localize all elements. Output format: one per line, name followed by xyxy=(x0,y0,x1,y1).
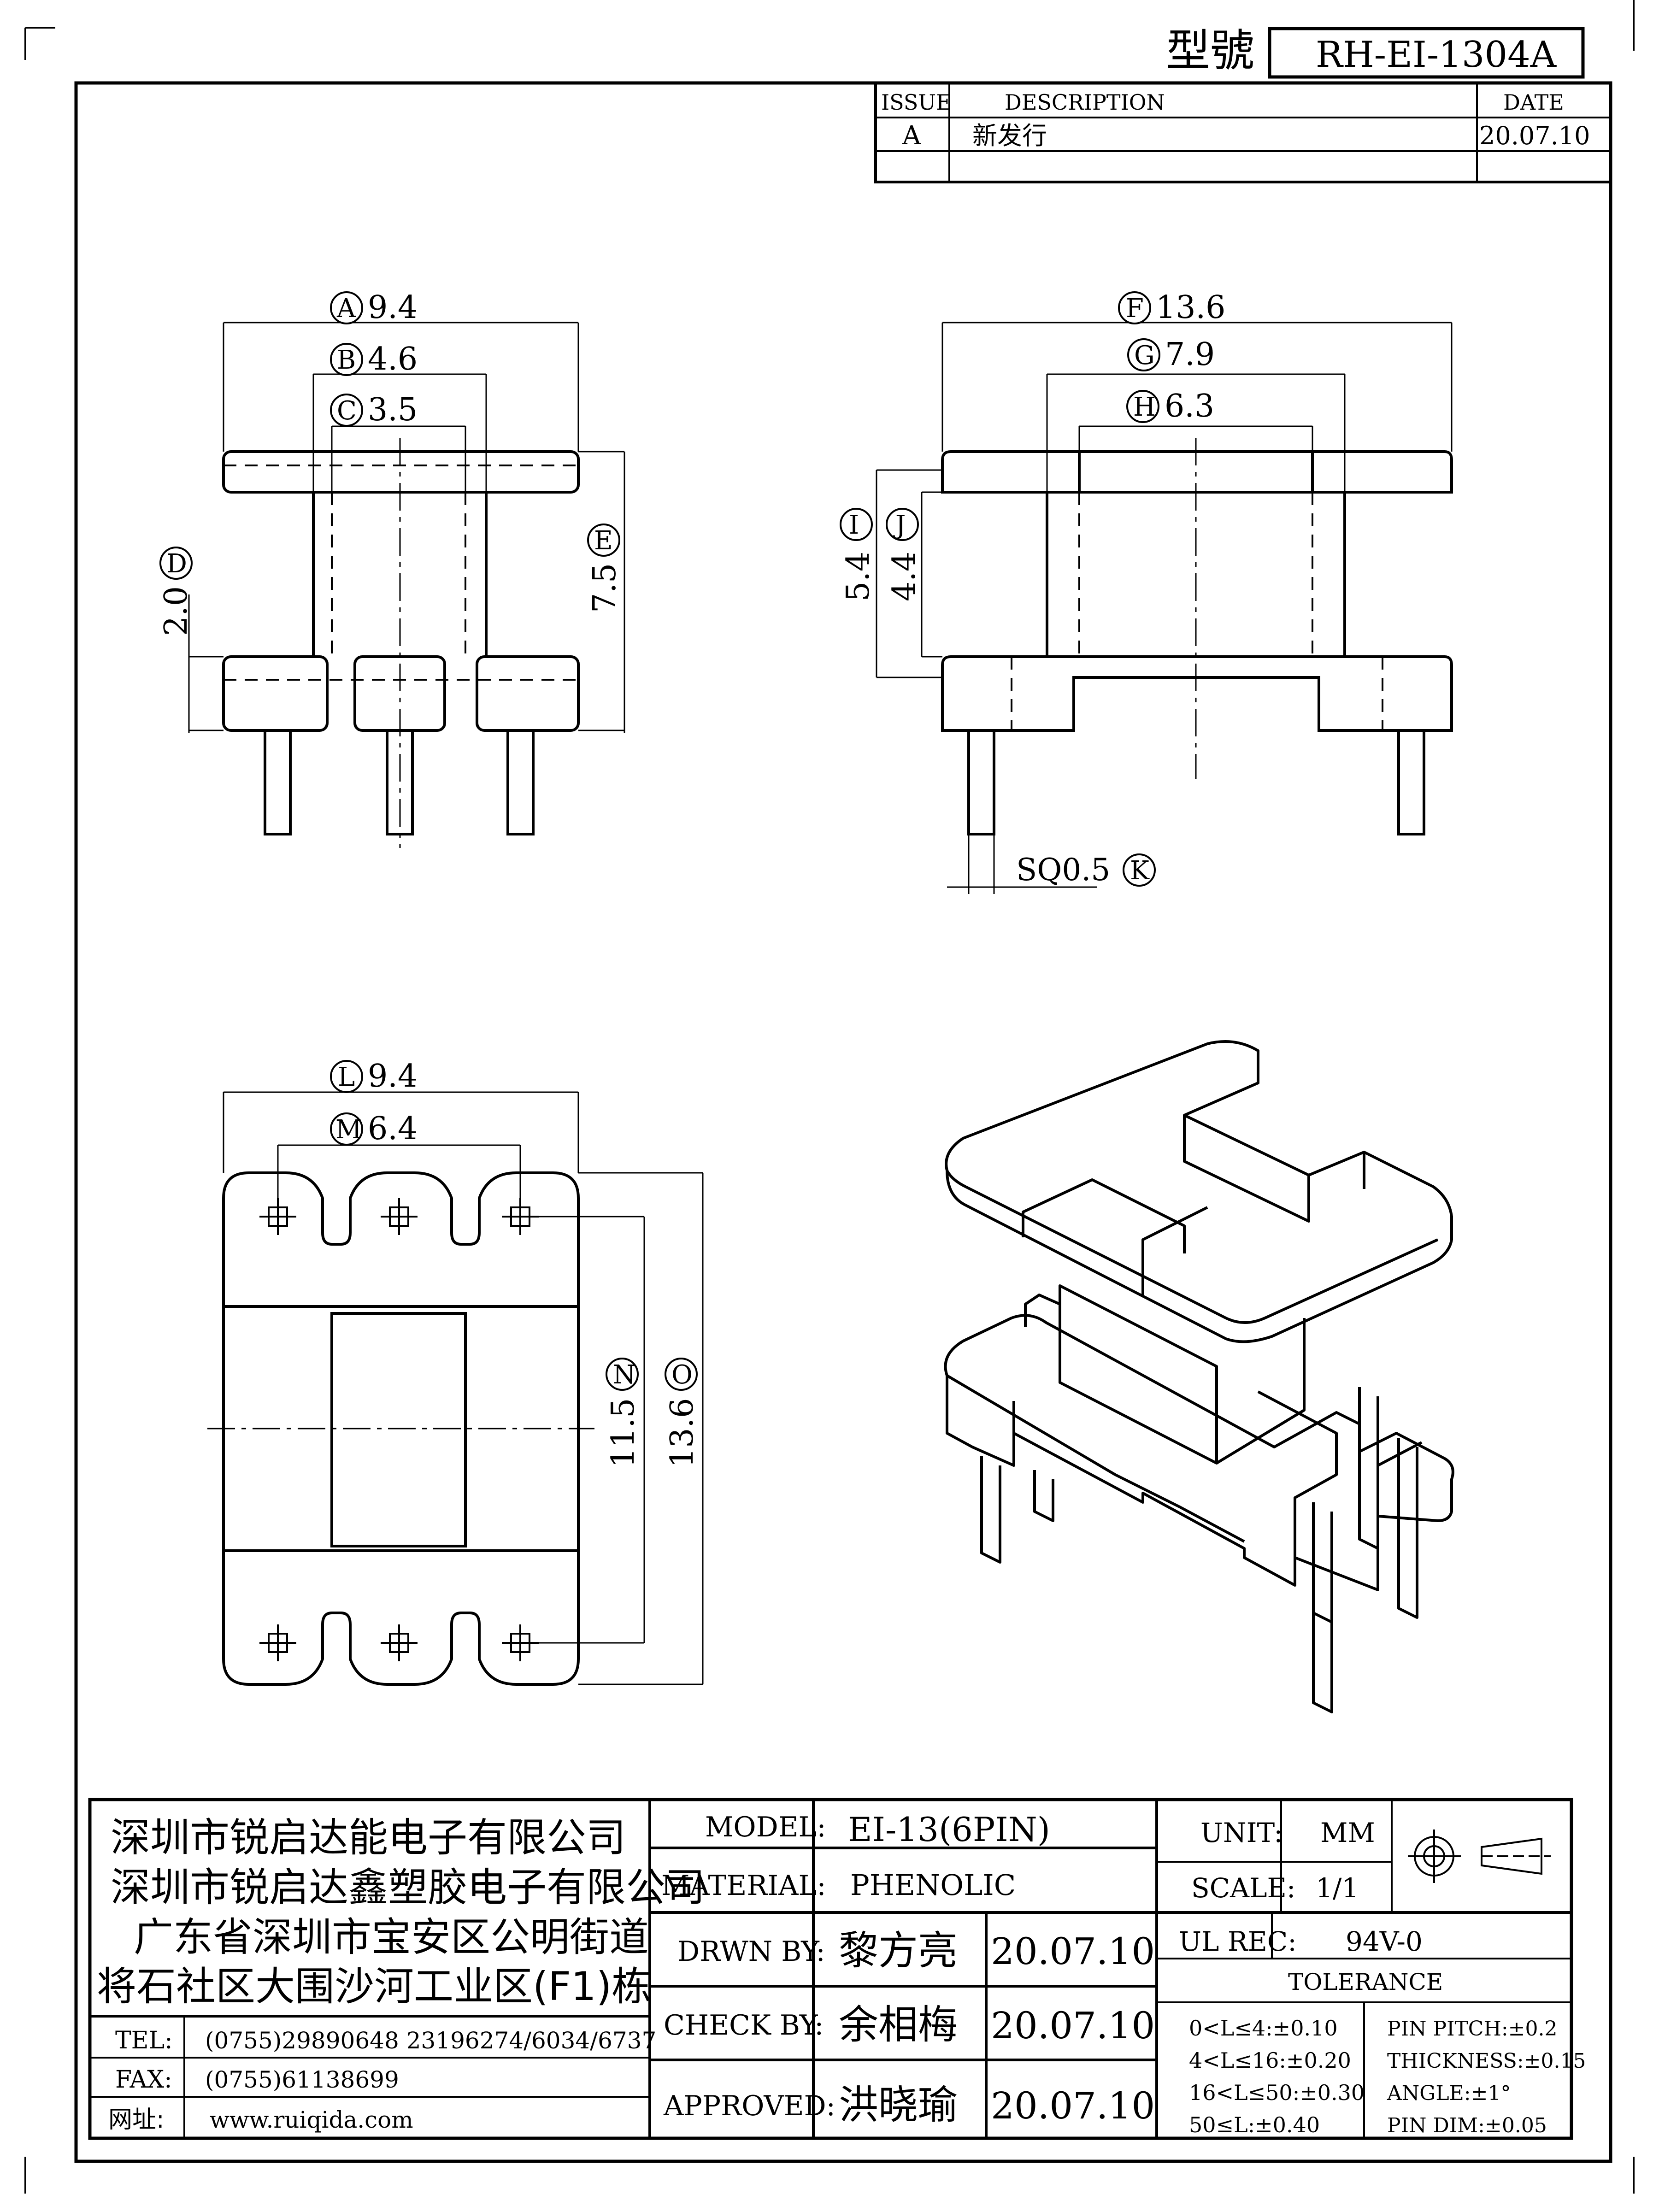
dim-i-value: 5.4 xyxy=(840,552,877,601)
model-field-label: MODEL: xyxy=(705,1811,826,1843)
dim-c-value: 3.5 xyxy=(368,392,418,428)
web-label: 网址: xyxy=(108,2106,165,2134)
dim-n-value: 11.5 xyxy=(605,1398,641,1468)
fax-value: (0755)61138699 xyxy=(205,2066,399,2093)
dim-f-letter: F xyxy=(1126,294,1144,324)
title-block: 深圳市锐启达能电子有限公司 深圳市锐启达鑫塑胶电子有限公司 广东省深圳市宝安区公… xyxy=(88,1798,1586,2140)
tolerance-left-2: 4<L≤16:±0.20 xyxy=(1189,2048,1351,2073)
dim-j-value: 4.4 xyxy=(886,552,923,601)
tolerance-right-1: PIN PITCH:±0.2 xyxy=(1387,2017,1558,2041)
ul-label: UL REC: xyxy=(1179,1926,1297,1957)
approved-date: 20.07.10 xyxy=(991,2084,1155,2127)
tolerance-left-4: 50≤L:±0.40 xyxy=(1189,2112,1320,2137)
side-view: F 13.6 G 7.9 H 6.3 I 5.4 J 4.4 SQ0.5 xyxy=(840,289,1453,894)
drawn-by-date: 20.07.10 xyxy=(991,1930,1155,1973)
model-number-header: 型號 RH-EI-1304A xyxy=(1166,25,1585,79)
ul-value: 94V-0 xyxy=(1346,1926,1423,1957)
dim-m-value: 6.4 xyxy=(368,1111,418,1147)
dim-e-value: 7.5 xyxy=(587,563,623,613)
company-line-4: 将石社区大围沙河工业区(F1)栋 xyxy=(97,1964,651,2010)
tel-value: (0755)29890648 23196274/6034/6737 xyxy=(205,2027,656,2054)
model-field-value: EI-13(6PIN) xyxy=(848,1810,1050,1849)
revision-col-description: DESCRIPTION xyxy=(1005,90,1165,115)
revision-desc-a: 新发行 xyxy=(972,121,1047,150)
dim-a-value: 9.4 xyxy=(368,289,418,326)
tolerance-right-4: PIN DIM:±0.05 xyxy=(1387,2114,1547,2137)
dim-d-value: 2.0 xyxy=(158,586,194,636)
unit-value: MM xyxy=(1320,1817,1375,1848)
dim-c-letter: C xyxy=(337,396,357,426)
company-line-3: 广东省深圳市宝安区公明街道 xyxy=(134,1914,649,1960)
projection-symbol xyxy=(1408,1830,1551,1883)
unit-label: UNIT: xyxy=(1200,1817,1283,1848)
dim-j-letter: J xyxy=(893,510,906,540)
revision-issue-a: A xyxy=(902,121,921,151)
approved-label: APPROVED: xyxy=(663,2090,835,2122)
tolerance-right-3: ANGLE:±1° xyxy=(1387,2082,1511,2105)
dim-m-letter: M xyxy=(335,1115,362,1145)
drawing-frame xyxy=(74,81,1612,2163)
dim-g-letter: G xyxy=(1134,341,1155,371)
approved-name: 洪晓瑜 xyxy=(839,2082,958,2128)
dim-k-letter: K xyxy=(1130,856,1150,886)
dim-l-value: 9.4 xyxy=(368,1058,418,1094)
tolerance-left-1: 0<L≤4:±0.10 xyxy=(1189,2016,1338,2041)
dim-f-value: 13.6 xyxy=(1156,289,1225,326)
model-label: 型號 xyxy=(1166,25,1254,76)
check-by-name: 余相梅 xyxy=(839,2002,958,2048)
check-by-label: CHECK BY: xyxy=(664,2009,824,2041)
tolerance-left-3: 16<L≤50:±0.30 xyxy=(1189,2080,1365,2105)
dim-d-letter: D xyxy=(166,549,187,579)
dim-e-letter: E xyxy=(594,526,613,556)
dim-b-value: 4.6 xyxy=(368,341,418,377)
dim-h-letter: H xyxy=(1133,392,1156,422)
company-line-1: 深圳市锐启达能电子有限公司 xyxy=(111,1815,626,1861)
bottom-view: L 9.4 M 6.4 N 11.5 O 13.6 xyxy=(207,1058,704,1686)
dim-a-letter: A xyxy=(336,294,356,324)
dim-k-value: SQ0.5 xyxy=(1016,852,1110,888)
revision-table: ISSUE DESCRIPTION DATE A 新发行 20.07.10 xyxy=(874,82,1612,183)
revision-col-date: DATE xyxy=(1503,90,1564,115)
revision-col-issue: ISSUE xyxy=(881,90,952,115)
sheet-corner-marks xyxy=(24,0,1635,2194)
tel-label: TEL: xyxy=(115,2027,173,2054)
front-view: A 9.4 B 4.6 C 3.5 D 2.0 E 7.5 xyxy=(158,289,625,848)
drawn-by-name: 黎方亮 xyxy=(839,1928,958,1974)
dim-l-letter: L xyxy=(338,1062,355,1092)
dim-i-letter: I xyxy=(849,510,859,540)
dim-o-letter: O xyxy=(671,1360,693,1390)
model-number: RH-EI-1304A xyxy=(1316,34,1557,76)
dim-n-letter: N xyxy=(613,1360,635,1390)
fax-label: FAX: xyxy=(115,2066,172,2094)
scale-label: SCALE: xyxy=(1191,1872,1295,1904)
tolerance-right-2: THICKNESS:±0.15 xyxy=(1387,2049,1586,2073)
scale-value: 1/1 xyxy=(1316,1872,1359,1904)
web-value: www.ruiqida.com xyxy=(210,2106,413,2133)
tolerance-title: TOLERANCE xyxy=(1288,1969,1443,1995)
check-by-date: 20.07.10 xyxy=(991,2004,1155,2047)
dim-g-value: 7.9 xyxy=(1165,336,1215,373)
dim-h-value: 6.3 xyxy=(1165,388,1214,424)
dim-o-value: 13.6 xyxy=(664,1398,700,1468)
revision-date-a: 20.07.10 xyxy=(1479,121,1590,150)
material-field-label: MATERIAL: xyxy=(661,1870,826,1902)
dim-b-letter: B xyxy=(337,345,356,375)
drawn-by-label: DRWN BY: xyxy=(677,1936,825,1968)
isometric-view xyxy=(944,1040,1454,1713)
company-line-2: 深圳市锐启达鑫塑胶电子有限公司 xyxy=(111,1865,705,1911)
material-field-value: PHENOLIC xyxy=(850,1868,1016,1902)
